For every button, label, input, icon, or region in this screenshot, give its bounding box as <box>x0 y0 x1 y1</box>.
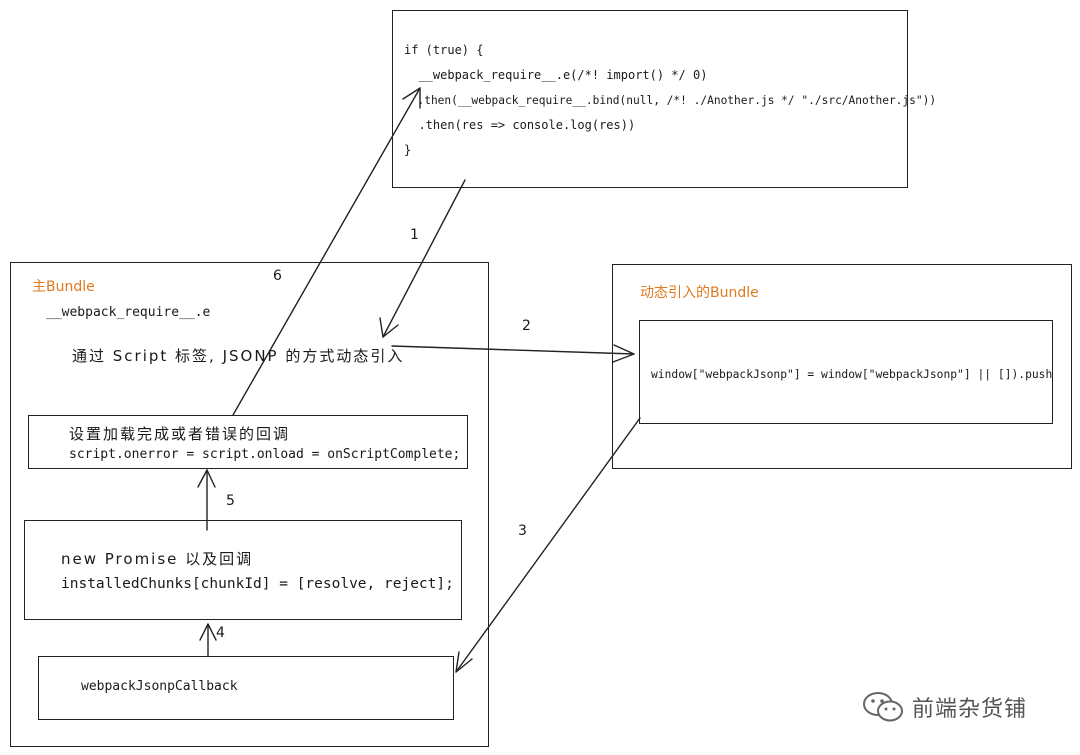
wechat-icon <box>863 692 903 722</box>
promise-box: new Promise 以及回调 installedChunks[chunkId… <box>24 520 462 620</box>
step-number-1: 1 <box>410 227 419 243</box>
code-line-3: .then(__webpack_require__.bind(null, /*!… <box>404 94 937 107</box>
callback-code: script.onerror = script.onload = onScrip… <box>69 447 461 462</box>
code-line-4: .then(res => console.log(res)) <box>404 118 636 132</box>
callback-box: 设置加载完成或者错误的回调 script.onerror = script.on… <box>28 415 468 469</box>
code-line-2: __webpack_require__.e(/*! import() */ 0) <box>404 68 708 82</box>
code-box: if (true) { __webpack_require__.e(/*! im… <box>392 10 936 188</box>
promise-title: new Promise 以及回调 <box>61 550 254 568</box>
jsonp-push-box: window["webpackJsonp"] = window["webpack… <box>639 320 1053 424</box>
code-line-1: if (true) { <box>404 43 484 57</box>
dynamic-bundle-box <box>612 264 1072 469</box>
require-e-label: __webpack_require__.e <box>46 305 211 320</box>
jsonp-callback-label: webpackJsonpCallback <box>81 679 238 694</box>
callback-title: 设置加载完成或者错误的回调 <box>69 425 291 443</box>
watermark: 前端杂货铺 <box>862 690 1027 724</box>
main-bundle-title: 主Bundle <box>32 279 95 295</box>
step-number-3: 3 <box>518 523 527 539</box>
dynamic-bundle-title: 动态引入的Bundle <box>640 285 759 301</box>
step-number-2: 2 <box>522 318 531 334</box>
installed-chunks-code: installedChunks[chunkId] = [resolve, rej… <box>61 576 454 592</box>
jsonp-push-code: window["webpackJsonp"] = window["webpack… <box>651 368 1053 381</box>
step-number-5: 5 <box>226 493 235 509</box>
code-line-5: } <box>404 143 412 157</box>
step-number-6: 6 <box>273 268 282 284</box>
jsonp-description: 通过 Script 标签, JSONP 的方式动态引入 <box>72 347 405 365</box>
step-number-4: 4 <box>216 625 225 641</box>
jsonp-callback-box: webpackJsonpCallback <box>38 656 454 720</box>
watermark-text: 前端杂货铺 <box>912 697 1028 722</box>
